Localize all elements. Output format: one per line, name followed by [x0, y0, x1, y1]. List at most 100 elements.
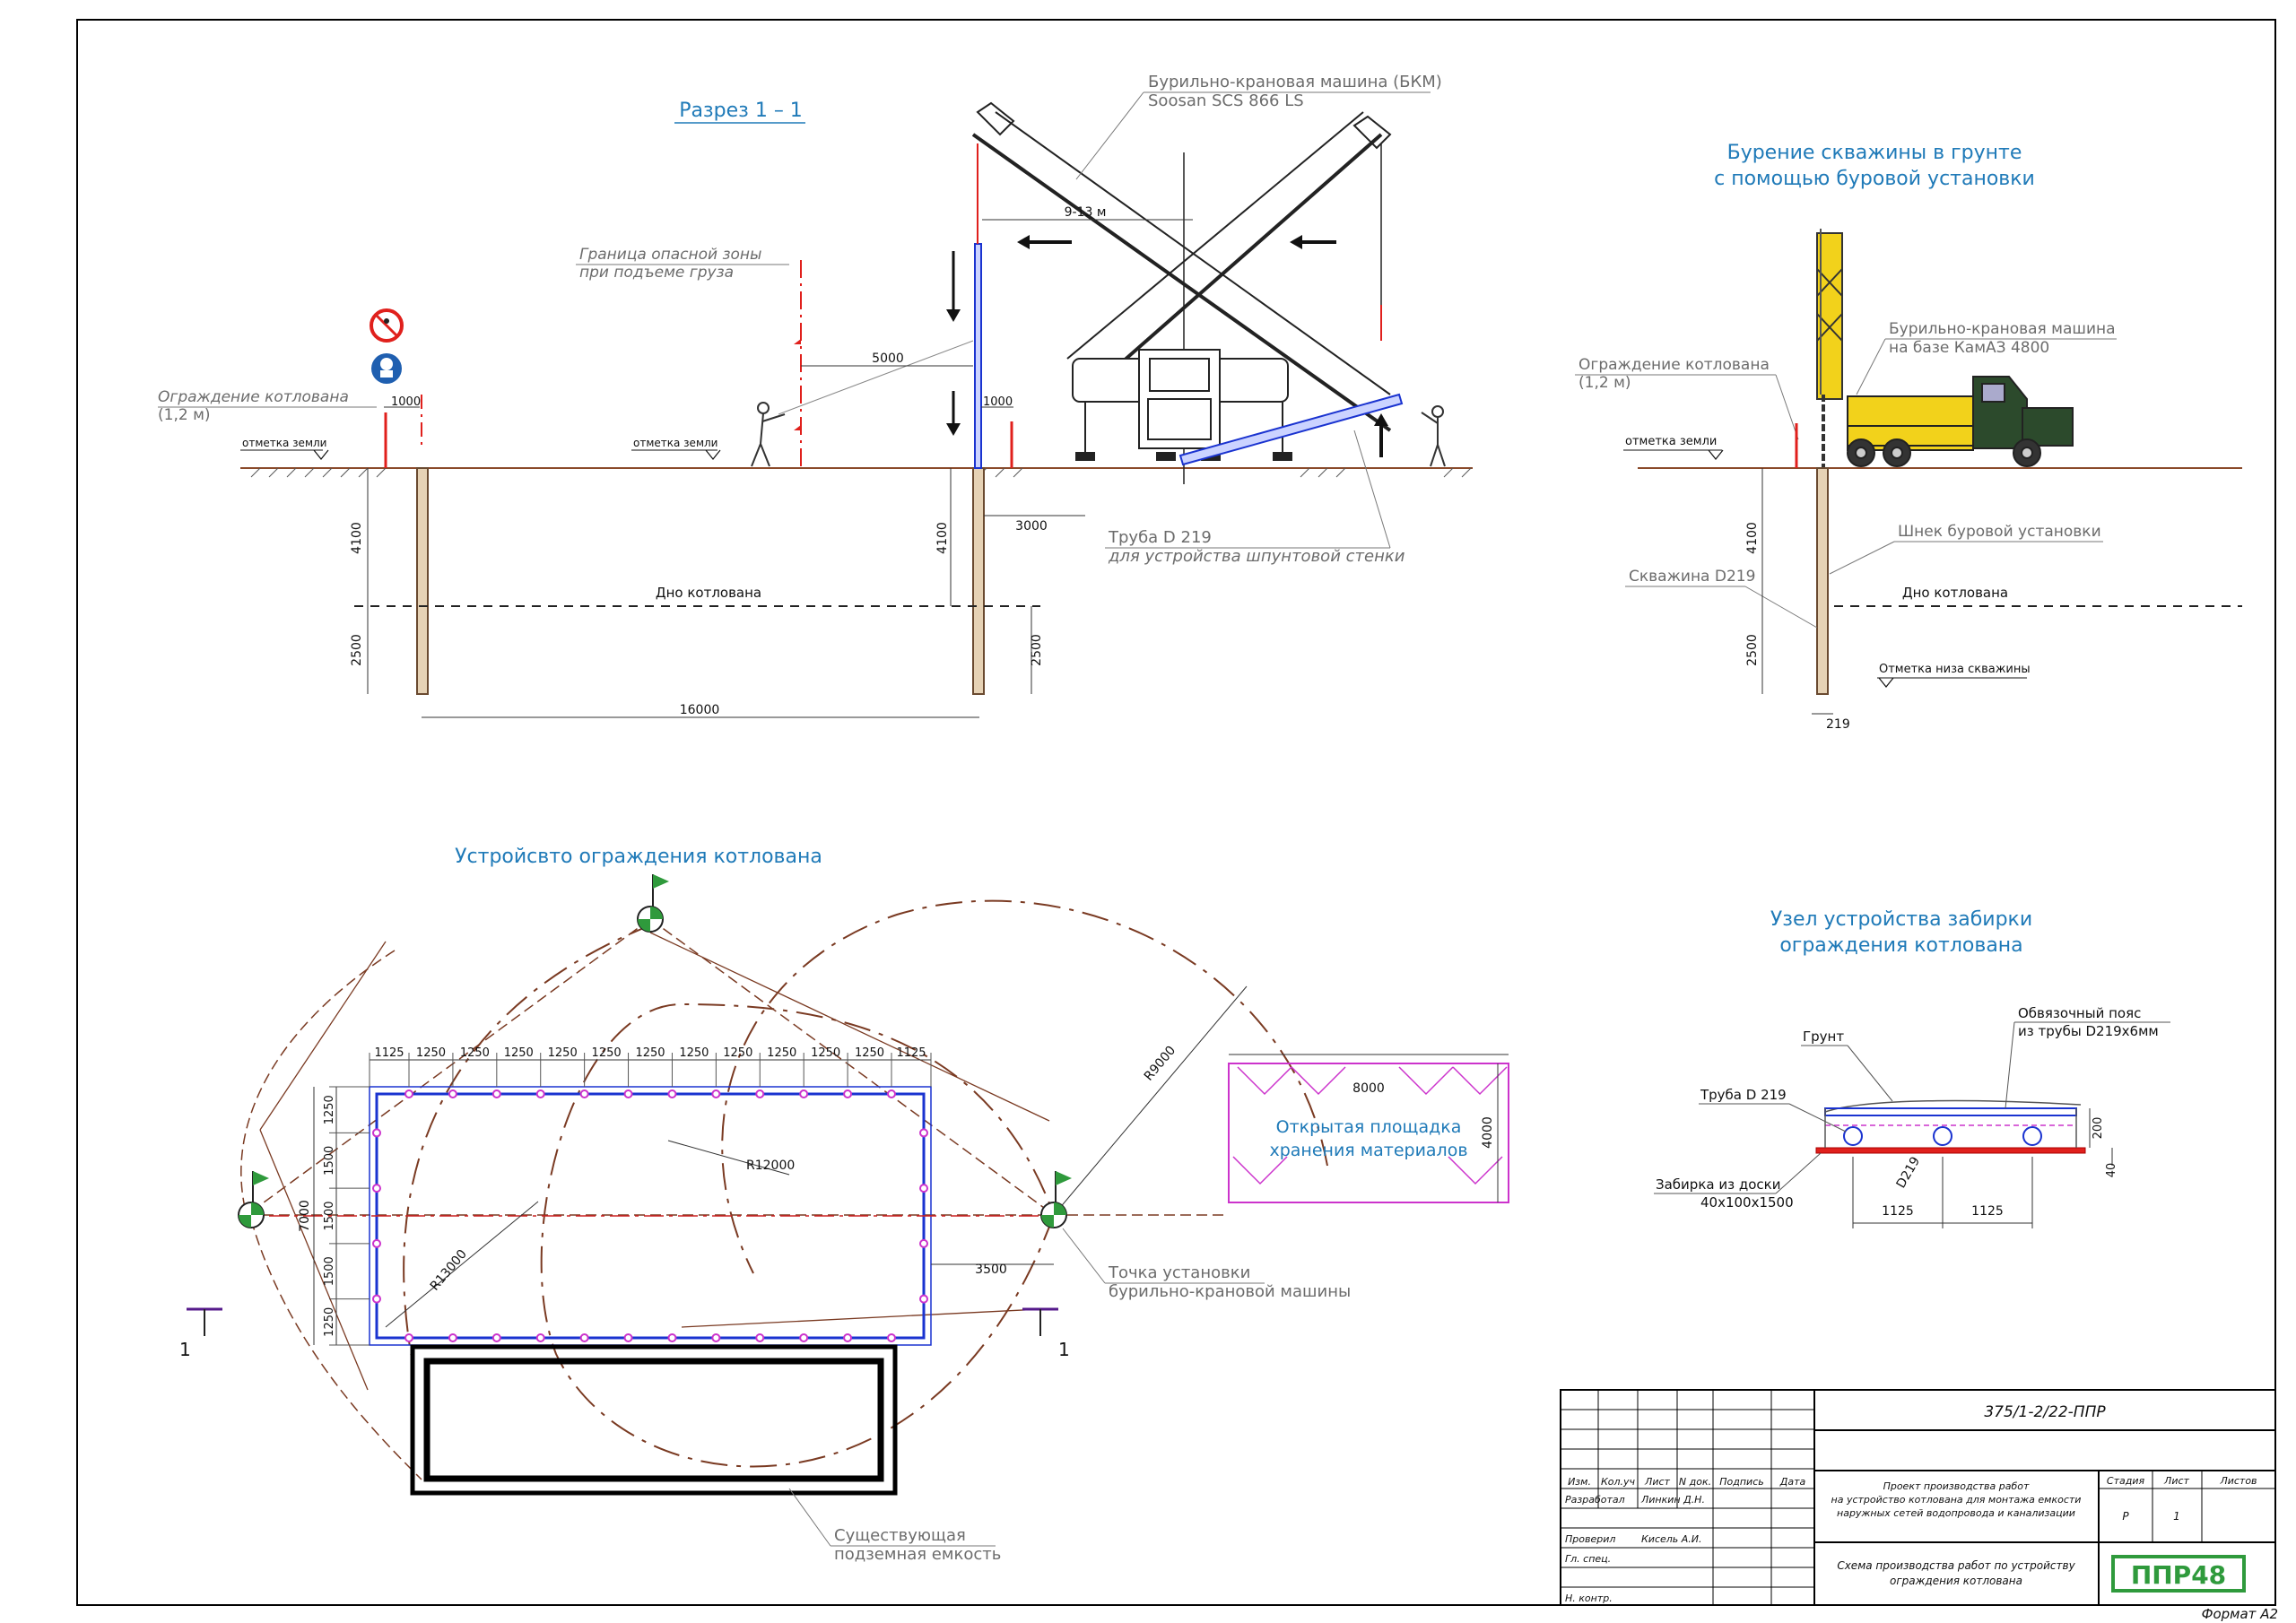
pile-dot — [667, 1089, 677, 1098]
scheme-1: Схема производства работ по устройству — [1837, 1559, 2075, 1572]
pile-dot — [799, 1089, 809, 1098]
pile-dot — [623, 1089, 633, 1098]
tank-label-2: подземная емкость — [834, 1545, 1001, 1564]
install-point-left-icon — [238, 1171, 269, 1228]
cut-label-left: 1 — [179, 1339, 191, 1360]
node-dim-1125-b: 1125 — [1971, 1204, 2004, 1219]
top-dim-label: 1250 — [855, 1046, 884, 1060]
reach-dim: 9-13 м — [1065, 205, 1107, 220]
pile-dot — [404, 1089, 414, 1098]
node-belt-1: Обвязочный пояс — [2018, 1005, 2141, 1021]
node-pipes — [1843, 1126, 2042, 1146]
crane-reach-lines — [240, 918, 1055, 1480]
pile-dot — [372, 1128, 381, 1138]
pile-dot — [919, 1128, 928, 1138]
dim-8000: 8000 — [1352, 1081, 1385, 1096]
project-1: Проект производства работ — [1883, 1480, 2030, 1492]
top-dim-label: 1125 — [374, 1046, 404, 1060]
h-izm: Изм. — [1568, 1476, 1591, 1488]
node-board — [1815, 1147, 2086, 1154]
node-pipe: Труба D 219 — [1700, 1087, 1787, 1103]
kamaz-truck-icon — [1847, 376, 2074, 467]
pile-dot — [755, 1089, 765, 1098]
pile-dot — [448, 1089, 457, 1098]
pile-dot — [919, 1238, 928, 1248]
title-block — [1560, 1389, 2276, 1606]
node-belt — [1824, 1107, 2077, 1116]
pile-dot — [919, 1294, 928, 1304]
pile-dot — [404, 1333, 414, 1342]
dim-1000-left: 1000 — [391, 395, 421, 409]
node-belt-2: из трубы D219х6мм — [2018, 1023, 2159, 1039]
pile-dot — [372, 1184, 381, 1193]
dim-3500: 3500 — [975, 1263, 1007, 1277]
drill-ground-mark: отметка земли — [1625, 435, 1717, 448]
title-block-text: 375/1-2/22-ППР Изм. Кол.уч Лист N док. П… — [1565, 1403, 2278, 1622]
pile-dot — [919, 1184, 928, 1193]
top-dim-label: 1250 — [504, 1046, 534, 1060]
pile-dot — [579, 1333, 589, 1342]
pile-dots — [372, 1089, 928, 1342]
h-data: Дата — [1779, 1476, 1806, 1488]
format-label: Формат А2 — [2202, 1606, 2278, 1622]
dim-4000: 4000 — [1481, 1116, 1495, 1149]
cut-label-right: 1 — [1058, 1339, 1070, 1360]
pile-dot — [491, 1089, 501, 1098]
project-2: на устройство котлована для монтажа емко… — [1831, 1494, 2082, 1506]
drill-machine-2: на базе КамАЗ 4800 — [1889, 339, 2049, 357]
pile-dot — [372, 1294, 381, 1304]
top-dim-label: 1250 — [679, 1046, 709, 1060]
well — [1816, 467, 1829, 695]
hanging-pipe — [974, 243, 982, 469]
dim-4100-left: 4100 — [350, 522, 364, 554]
drill-pit-bottom: Дно котлована — [1902, 585, 2008, 601]
pile-dot — [799, 1333, 809, 1342]
worker-left-icon — [751, 402, 786, 467]
drill-fence-2: (1,2 м) — [1578, 374, 1631, 392]
pile-dot — [448, 1333, 457, 1342]
drilling-title-1: Бурение скважины в грунте — [1727, 142, 2022, 164]
node-dim-40: 40 — [2105, 1163, 2118, 1178]
lagging-node-detail: Узел устройства забирки ограждения котло… — [1654, 908, 2170, 1228]
dim-5000: 5000 — [872, 352, 904, 366]
logo-text: ППР48 — [2131, 1560, 2226, 1590]
left-dim-label: 1500 — [323, 1201, 336, 1230]
r-nkontr: Н. контр. — [1565, 1593, 1613, 1604]
node-dim-1125-a: 1125 — [1882, 1204, 1914, 1219]
fence-label-2: (1,2 м) — [158, 406, 211, 424]
top-dim-label: 1250 — [811, 1046, 840, 1060]
node-board-1: Забирка из доски — [1656, 1176, 1780, 1193]
pile-dot — [843, 1089, 853, 1098]
pile-dot — [886, 1089, 896, 1098]
r-gl: Гл. спец. — [1565, 1553, 1611, 1565]
install-point-right-icon — [1040, 1171, 1072, 1228]
storage-area — [1228, 1063, 1509, 1203]
node-d219: D219 — [1894, 1155, 1924, 1191]
h-koluch: Кол.уч — [1601, 1476, 1636, 1488]
pile-dot — [711, 1333, 721, 1342]
dim-16000: 16000 — [680, 703, 720, 717]
sheet-frame — [76, 19, 2276, 1606]
dim-1000-right: 1000 — [983, 395, 1013, 409]
danger-zone-arcs — [403, 899, 1328, 1468]
pile-dot — [755, 1333, 765, 1342]
left-dim-label: 1250 — [323, 1307, 336, 1337]
tank-label-1: Существующая — [834, 1526, 966, 1545]
dim-7000: 7000 — [298, 1200, 312, 1232]
pipe-label-1: Труба D 219 — [1108, 528, 1212, 547]
left-dim-label: 1500 — [323, 1146, 336, 1176]
node-title-2: ограждения котлована — [1779, 934, 2022, 957]
pile-dot — [667, 1333, 677, 1342]
pile-dot — [535, 1089, 545, 1098]
pile-dot — [491, 1333, 501, 1342]
h-listov: Листов — [2219, 1475, 2257, 1487]
h-ndok: N док. — [1679, 1476, 1711, 1488]
top-dim-label: 1250 — [416, 1046, 446, 1060]
drill-fence-1: Ограждение котлована — [1578, 356, 1770, 374]
logo-box — [2111, 1555, 2246, 1593]
v-list: 1 — [2173, 1510, 2180, 1523]
drilling-title-2: с помощью буровой установки — [1714, 168, 2035, 190]
pile-dot — [623, 1333, 633, 1342]
h-podpis: Подпись — [1719, 1476, 1763, 1488]
